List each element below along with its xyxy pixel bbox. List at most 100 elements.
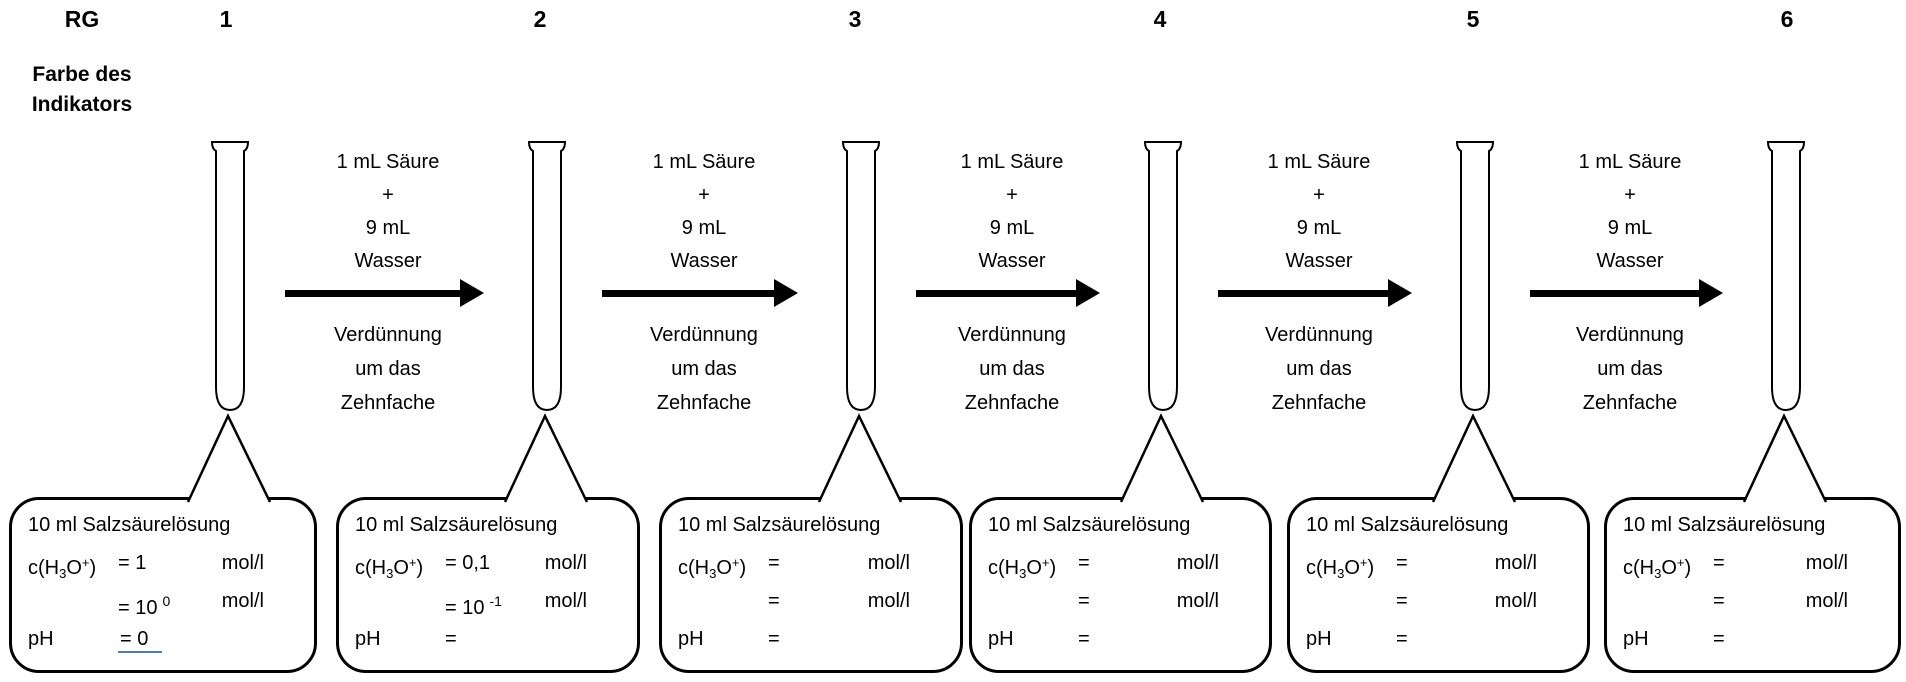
ph-row: pH = — [972, 620, 1269, 658]
ph-label: pH — [1306, 628, 1332, 650]
concentration-value: = 1 — [118, 552, 147, 574]
callout-tail-2 — [503, 413, 589, 503]
exponent-unit: mol/l — [1805, 590, 1848, 612]
arrow-shaft-5 — [1530, 290, 1699, 297]
test-tube-2 — [527, 141, 567, 412]
concentration-unit: mol/l — [221, 552, 264, 574]
dilution-label-below-2: Verdünnung um das Zehnfache — [650, 324, 758, 414]
ph-row: pH = — [662, 620, 960, 658]
callout-tail-4 — [1119, 413, 1205, 503]
arrow-head-icon-4 — [1388, 279, 1412, 307]
ph-value: = — [445, 628, 457, 650]
dilution-label-above-4: 1 mL Säure + 9 mL Wasser — [1267, 151, 1371, 272]
test-tube-4 — [1143, 141, 1183, 412]
concentration-row: c(H3O+) = 1 mol/l — [12, 544, 314, 582]
callout-tube-6: 10 ml Salzsäurelösung c(H3O+) = mol/l = … — [1604, 497, 1901, 673]
tube-number-4: 4 — [1153, 6, 1167, 32]
h3o-formula-label: c(H3O+) — [1306, 555, 1375, 581]
arrow-head-icon-1 — [460, 279, 484, 307]
concentration-unit: mol/l — [1176, 552, 1219, 574]
arrow-shaft-1 — [285, 290, 460, 297]
arrow-head-icon-3 — [1076, 279, 1100, 307]
concentration-row: c(H3O+) = mol/l — [1290, 544, 1587, 582]
rg-label: RG — [64, 6, 100, 32]
concentration-unit: mol/l — [544, 552, 587, 574]
h3o-formula-label: c(H3O+) — [28, 555, 97, 581]
concentration-value: = 0,1 — [445, 552, 491, 574]
ph-value: = — [768, 628, 780, 650]
concentration-value: = — [1078, 552, 1090, 574]
dilution-label-above-5: 1 mL Säure + 9 mL Wasser — [1578, 151, 1682, 272]
ph-row: pH = — [339, 620, 637, 658]
concentration-value: = — [1713, 552, 1725, 574]
dilution-label-above-3: 1 mL Säure + 9 mL Wasser — [960, 151, 1064, 272]
test-tube-5 — [1455, 141, 1495, 412]
ph-row: pH = — [1290, 620, 1587, 658]
concentration-value: = — [1396, 552, 1408, 574]
ph-row: pH = — [1607, 620, 1898, 658]
callout-title: 10 ml Salzsäurelösung — [355, 514, 558, 536]
concentration-row: c(H3O+) = mol/l — [972, 544, 1269, 582]
concentration-unit: mol/l — [867, 552, 910, 574]
dilution-label-above-2: 1 mL Säure + 9 mL Wasser — [652, 151, 756, 272]
callout-tube-4: 10 ml Salzsäurelösung c(H3O+) = mol/l = … — [969, 497, 1272, 673]
tube-number-2: 2 — [533, 6, 547, 32]
arrow-head-icon-5 — [1699, 279, 1723, 307]
arrow-head-icon-2 — [774, 279, 798, 307]
ph-label: pH — [28, 628, 54, 650]
ph-row: pH = 0 — [12, 620, 314, 658]
ph-value: = — [1396, 628, 1408, 650]
callout-title: 10 ml Salzsäurelösung — [1623, 514, 1826, 536]
concentration-row: c(H3O+) = mol/l — [662, 544, 960, 582]
concentration-unit: mol/l — [1494, 552, 1537, 574]
callout-title: 10 ml Salzsäurelösung — [1306, 514, 1509, 536]
exponent-value: = — [1396, 590, 1408, 612]
exponent-unit: mol/l — [1494, 590, 1537, 612]
test-tube-1 — [210, 141, 250, 412]
ph-label: pH — [1623, 628, 1649, 650]
callout-tail-1 — [186, 413, 272, 503]
tube-number-3: 3 — [848, 6, 862, 32]
exponent-value: = — [768, 590, 780, 612]
callout-title: 10 ml Salzsäurelösung — [988, 514, 1191, 536]
ph-label: pH — [988, 628, 1014, 650]
exponent-row: = mol/l — [972, 582, 1269, 620]
concentration-row: c(H3O+) = 0,1 mol/l — [339, 544, 637, 582]
ph-value: = — [1713, 628, 1725, 650]
callout-title: 10 ml Salzsäurelösung — [678, 514, 881, 536]
tube-number-6: 6 — [1780, 6, 1794, 32]
dilution-label-below-1: Verdünnung um das Zehnfache — [334, 324, 442, 414]
exponent-row: = mol/l — [662, 582, 960, 620]
exponent-unit: mol/l — [867, 590, 910, 612]
ph-label: pH — [355, 628, 381, 650]
arrow-shaft-3 — [916, 290, 1076, 297]
tube-number-1: 1 — [219, 6, 233, 32]
h3o-formula-label: c(H3O+) — [1623, 555, 1692, 581]
arrow-shaft-2 — [602, 290, 774, 297]
callout-tail-3 — [817, 413, 903, 503]
indicator-color-label: Farbe des Indikators — [31, 63, 133, 116]
callout-tail-5 — [1431, 413, 1517, 503]
callout-tube-3: 10 ml Salzsäurelösung c(H3O+) = mol/l = … — [659, 497, 963, 673]
exponent-row: = 10-1 mol/l — [339, 582, 637, 620]
callout-tail-6 — [1742, 413, 1828, 503]
callout-tube-1: 10 ml Salzsäurelösung c(H3O+) = 1 mol/l … — [9, 497, 317, 673]
dilution-label-below-3: Verdünnung um das Zehnfache — [958, 324, 1066, 414]
exponent-unit: mol/l — [221, 590, 264, 612]
exponent-row: = mol/l — [1290, 582, 1587, 620]
test-tube-6 — [1766, 141, 1806, 412]
dilution-label-below-5: Verdünnung um das Zehnfache — [1576, 324, 1684, 414]
exponent-value: = 10-1 — [445, 593, 502, 619]
exponent-unit: mol/l — [1176, 590, 1219, 612]
h3o-formula-label: c(H3O+) — [678, 555, 747, 581]
ph-value: = — [1078, 628, 1090, 650]
concentration-row: c(H3O+) = mol/l — [1607, 544, 1898, 582]
exponent-value: = — [1713, 590, 1725, 612]
dilution-label-above-1: 1 mL Säure + 9 mL Wasser — [336, 151, 440, 272]
exponent-unit: mol/l — [544, 590, 587, 612]
ph-label: pH — [678, 628, 704, 650]
concentration-value: = — [768, 552, 780, 574]
h3o-formula-label: c(H3O+) — [988, 555, 1057, 581]
